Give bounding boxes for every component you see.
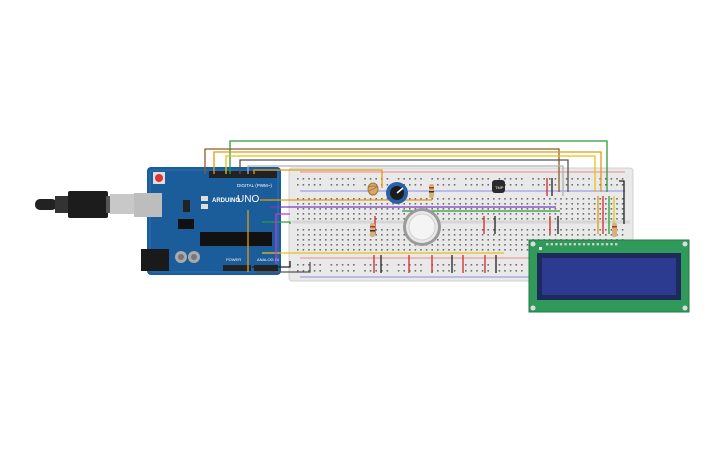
wire-black-right (619, 180, 625, 224)
photoresistor-icon[interactable] (367, 182, 379, 196)
digital-label: DIGITAL (PWM~) (237, 183, 272, 188)
digital-header[interactable] (209, 171, 277, 178)
wire-black-bottom (252, 261, 291, 268)
resistor-3[interactable] (612, 223, 617, 237)
wire-green-top (229, 140, 608, 192)
analog-label: ANALOG IN (257, 257, 279, 262)
potentiometer-icon[interactable] (386, 182, 408, 204)
arduino-brand: ARDUINO (212, 198, 240, 204)
buzzer-icon[interactable] (403, 208, 441, 246)
wire-orange-top (213, 151, 602, 192)
wire-orange-pot (253, 169, 383, 188)
wire-green-mid (262, 221, 291, 224)
temperature-sensor-icon[interactable]: TMP (492, 180, 505, 193)
wire-gray-2-top (247, 165, 564, 196)
usb-cable-icon[interactable] (35, 191, 136, 218)
wire-gray-bottom (256, 262, 311, 273)
wire-gray-top (239, 159, 569, 192)
analog-header[interactable] (254, 265, 278, 271)
wire-yellow-top (225, 155, 596, 192)
atmega-chip (200, 232, 272, 246)
sensor-label: TMP (495, 185, 504, 190)
power-header[interactable] (223, 265, 251, 271)
lcd-display[interactable] (528, 239, 690, 313)
resistor-2[interactable] (370, 223, 375, 237)
wire-brown-top (204, 148, 560, 192)
wire-magenta (275, 213, 290, 264)
arduino-model: UNO (237, 194, 259, 205)
lcd-screen (542, 258, 676, 295)
jumper-wires[interactable] (373, 178, 615, 273)
arduino-uno-board[interactable]: DIGITAL (PWM~) ARDUINO UNO POWER ANALOG … (134, 167, 281, 275)
power-label: POWER (226, 257, 241, 262)
resistor[interactable] (429, 184, 434, 198)
wires[interactable] (204, 140, 625, 273)
